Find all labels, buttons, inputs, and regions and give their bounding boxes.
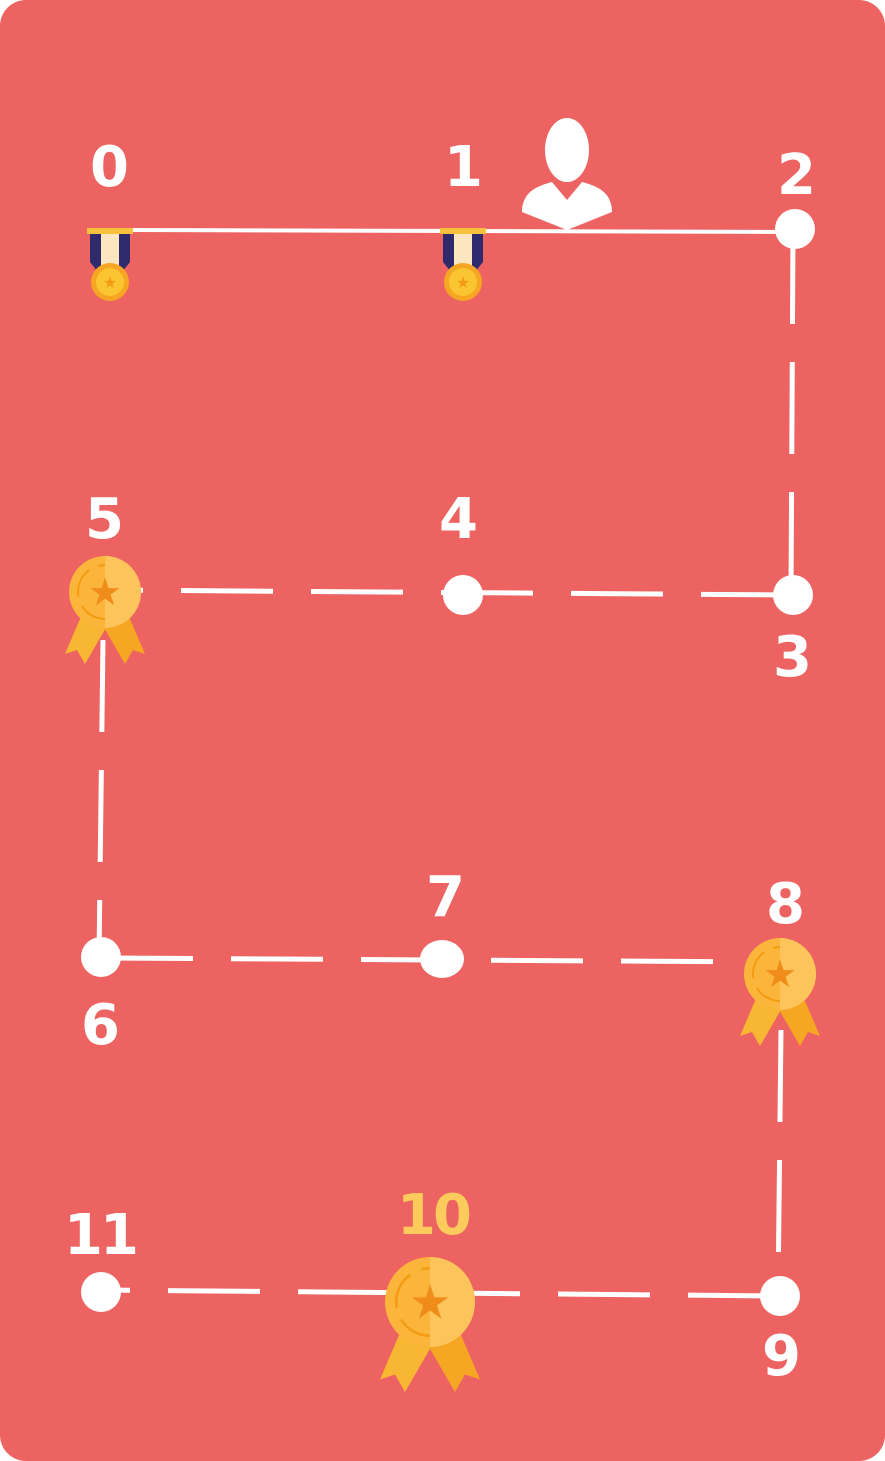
medal-icon[interactable] xyxy=(440,228,486,301)
medal-icon[interactable] xyxy=(87,228,133,301)
node-label-1: 1 xyxy=(444,135,483,200)
node-label-2: 2 xyxy=(777,143,816,208)
node-label-9: 9 xyxy=(762,1324,801,1389)
node-label-10: 10 xyxy=(397,1183,472,1248)
node-label-11: 11 xyxy=(64,1203,139,1268)
node-7-dot[interactable] xyxy=(420,940,464,978)
rosette-badge-icon[interactable] xyxy=(64,555,146,665)
node-label-7: 7 xyxy=(426,865,465,930)
rosette-badge-icon[interactable] xyxy=(739,937,821,1047)
node-4-dot[interactable] xyxy=(443,575,483,615)
node-label-5: 5 xyxy=(85,487,124,552)
node-9-dot[interactable] xyxy=(760,1276,800,1316)
node-2-dot[interactable] xyxy=(775,209,815,249)
node-label-6: 6 xyxy=(81,993,120,1058)
rosette-badge-icon[interactable] xyxy=(378,1255,482,1394)
user-icon xyxy=(522,118,612,230)
node-label-0: 0 xyxy=(90,135,129,200)
node-label-8: 8 xyxy=(766,872,805,937)
node-label-3: 3 xyxy=(773,625,812,690)
node-6-dot[interactable] xyxy=(81,937,121,977)
node-label-4: 4 xyxy=(439,487,478,552)
node-3-dot[interactable] xyxy=(773,575,813,615)
node-11-dot[interactable] xyxy=(81,1272,121,1312)
